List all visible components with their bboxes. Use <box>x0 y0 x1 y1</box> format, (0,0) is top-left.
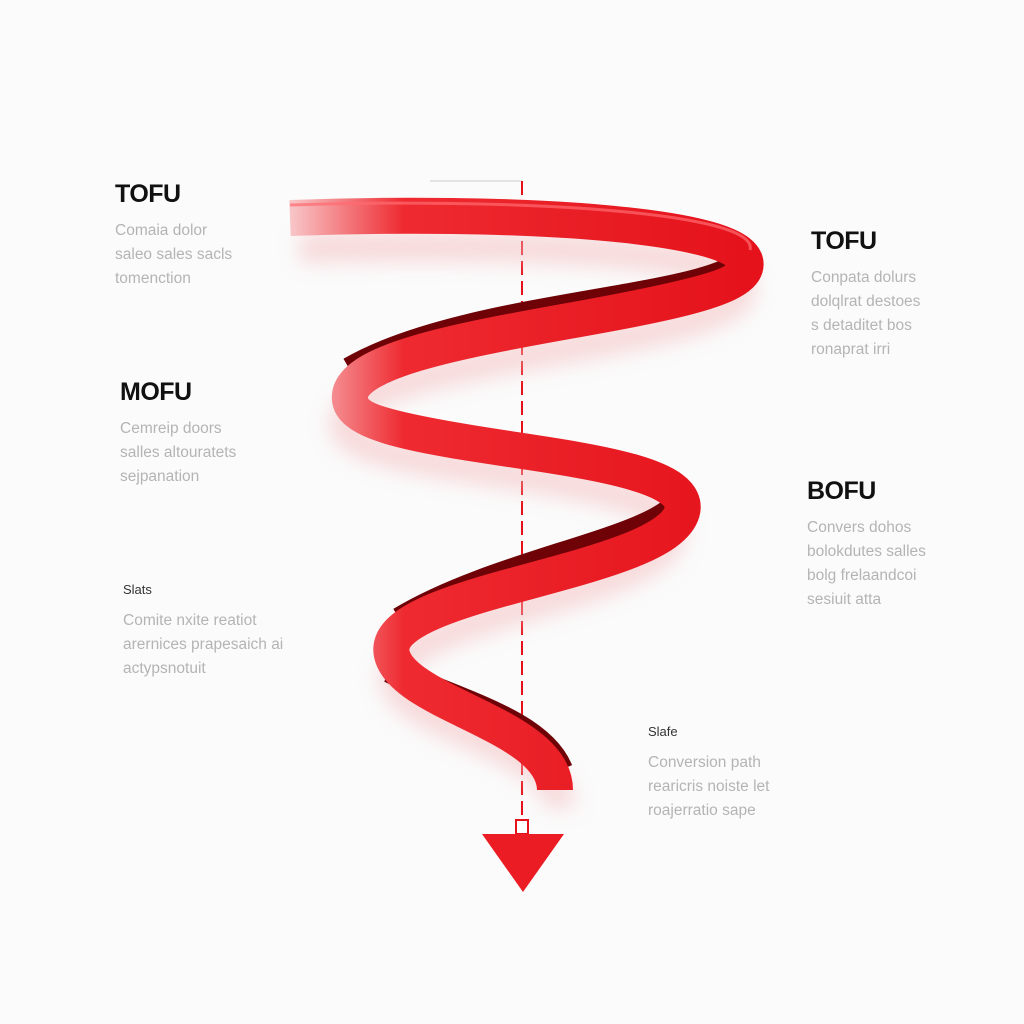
right-block-slafe: Slafe Conversion path rearicris noiste l… <box>648 724 769 823</box>
block-text: dolqlrat destoes <box>811 293 921 310</box>
block-text: s detaditet bos <box>811 317 912 334</box>
block-text: saleo sales sacls <box>115 246 233 263</box>
block-text: sejpanation <box>120 468 200 485</box>
block-text: Conpata dolurs <box>811 269 917 286</box>
block-text: bolg frelaandcoi <box>807 567 917 584</box>
block-text: Comite nxite reatiot <box>123 612 257 629</box>
left-block-mofu: MOFU Cemreip doors salles altouratets se… <box>120 378 236 489</box>
block-title: MOFU <box>120 378 192 406</box>
right-block-bofu: BOFU Convers dohos bolokdutes salles bol… <box>807 477 926 612</box>
block-title: TOFU <box>811 227 877 255</box>
block-text: salles altouratets <box>120 444 237 461</box>
block-title: BOFU <box>807 477 876 505</box>
block-text: actypsnotuit <box>123 660 206 677</box>
block-text: Convers dohos <box>807 519 912 536</box>
right-block-tofu: TOFU Conpata dolurs dolqlrat destoes s d… <box>811 227 920 362</box>
block-text: sesiuit atta <box>807 591 882 608</box>
block-text: ronaprat irri <box>811 341 891 358</box>
block-text: Conversion path <box>648 754 761 771</box>
block-text: roajerratio sape <box>648 802 756 819</box>
block-title: Slats <box>123 582 152 597</box>
down-arrow-icon <box>482 834 564 892</box>
block-text: Cemreip doors <box>120 420 222 437</box>
left-block-slats: Slats Comite nxite reatiot arernices pra… <box>123 582 283 681</box>
block-title: TOFU <box>115 180 181 208</box>
block-text: tomenction <box>115 270 191 287</box>
arrow-stem <box>515 819 529 835</box>
block-text: Comaia dolor <box>115 222 208 239</box>
left-block-tofu: TOFU Comaia dolor saleo sales sacls tome… <box>115 180 232 291</box>
spiral-ribbon <box>289 197 764 793</box>
block-text: arernices prapesaich ai <box>123 636 284 653</box>
ribbon-highlight <box>289 201 752 251</box>
block-title: Slafe <box>648 724 678 739</box>
block-text: bolokdutes salles <box>807 543 926 560</box>
block-text: rearicris noiste let <box>648 778 770 795</box>
